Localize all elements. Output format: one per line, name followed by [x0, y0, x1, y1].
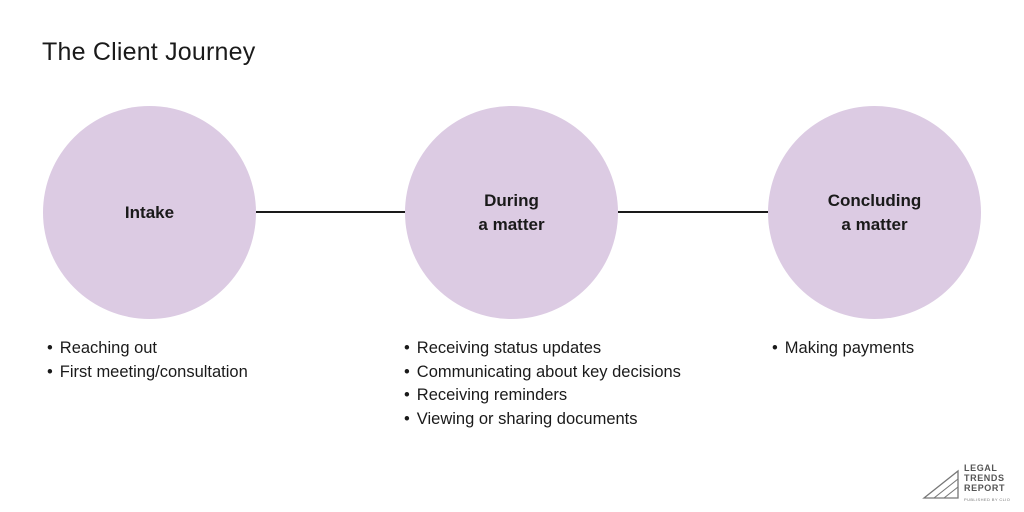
- list-item: First meeting/consultation: [47, 361, 248, 385]
- stage-circle-intake: Intake: [43, 106, 256, 319]
- stage-label: During: [484, 190, 539, 210]
- stage-label: a matter: [478, 214, 545, 234]
- intake-bullet-list: Reaching out First meeting/consultation: [47, 337, 248, 384]
- triangle-logo-icon: [922, 469, 959, 499]
- connector-line-1: [256, 211, 406, 213]
- list-item: Viewing or sharing documents: [404, 408, 681, 432]
- list-item: Receiving reminders: [404, 384, 681, 408]
- list-item: Receiving status updates: [404, 337, 681, 361]
- stage-label: Concluding: [827, 190, 922, 210]
- page-title: The Client Journey: [42, 38, 256, 66]
- list-item: Making payments: [772, 337, 914, 361]
- stage-label: a matter: [841, 214, 908, 234]
- logo-subtitle: PUBLISHED BY CLIO: [964, 497, 1011, 502]
- stage-label: Intake: [124, 202, 175, 222]
- stage-circle-concluding: Concluding a matter: [768, 106, 981, 319]
- during-bullet-list: Receiving status updates Communicating a…: [404, 337, 681, 431]
- list-item: Reaching out: [47, 337, 248, 361]
- stage-circle-during: During a matter: [405, 106, 618, 319]
- logo-wordmark: LEGAL TRENDS REPORT: [964, 463, 1006, 493]
- concluding-bullet-list: Making payments: [772, 337, 914, 361]
- legal-trends-report-logo: LEGAL TRENDS REPORT PUBLISHED BY CLIO: [922, 463, 1014, 505]
- list-item: Communicating about key decisions: [404, 361, 681, 385]
- connector-line-2: [618, 211, 769, 213]
